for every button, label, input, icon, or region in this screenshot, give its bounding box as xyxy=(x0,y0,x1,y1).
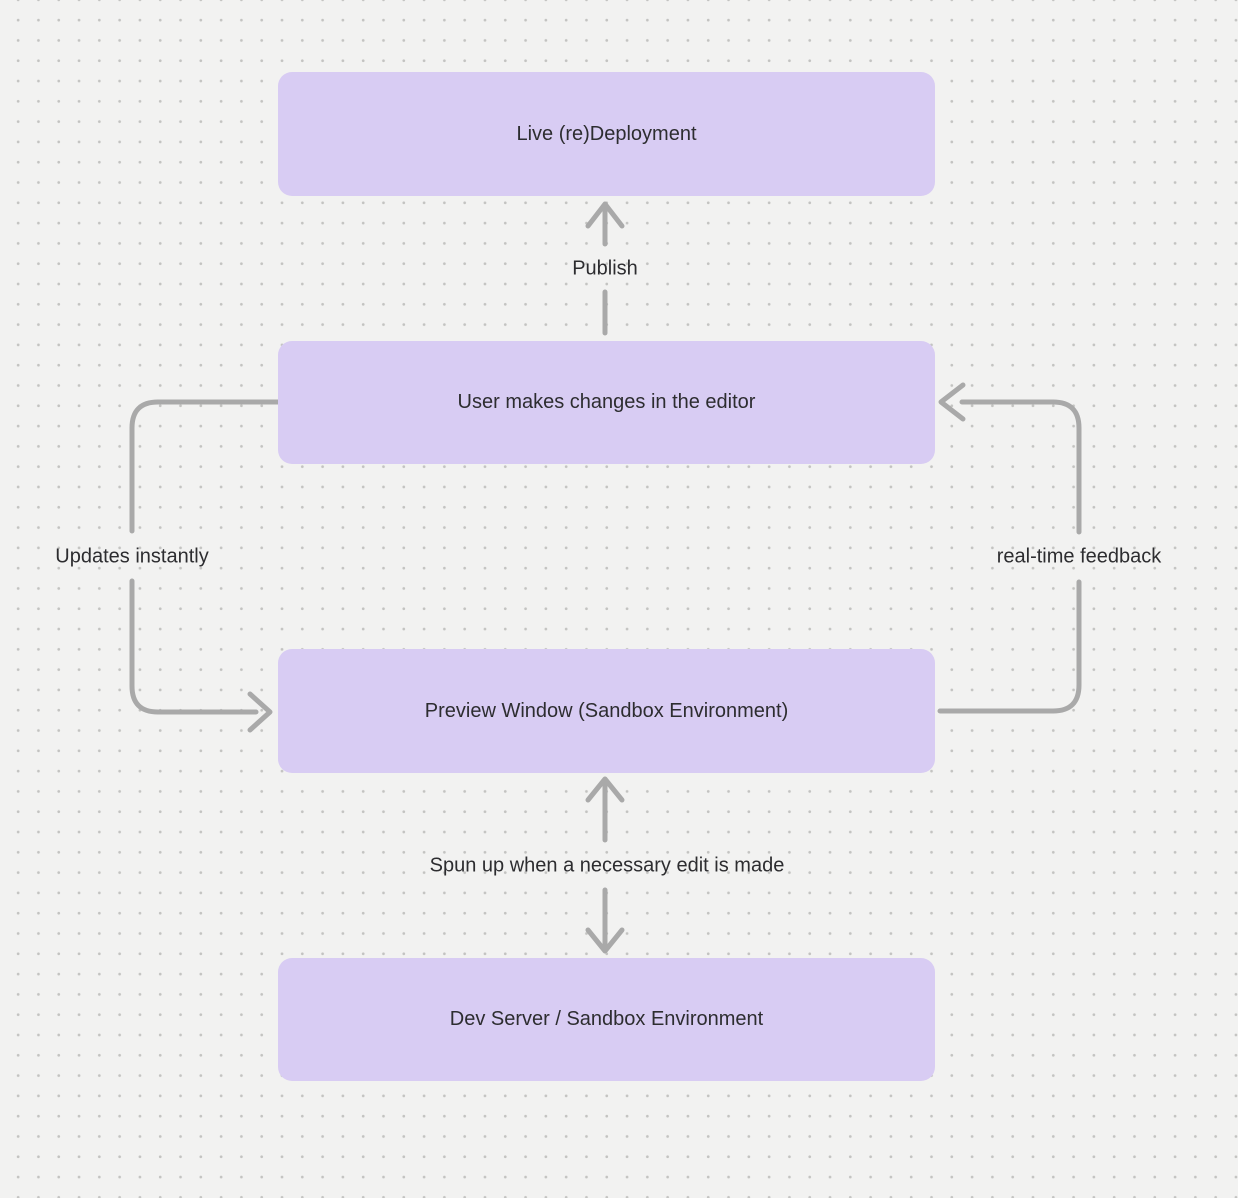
node-preview-window-label: Preview Window (Sandbox Environment) xyxy=(424,699,789,722)
node-preview-window[interactable]: Preview Window (Sandbox Environment) xyxy=(278,649,935,773)
node-live-redeployment[interactable]: Live (re)Deployment xyxy=(278,72,935,196)
node-dev-server-label: Dev Server / Sandbox Environment xyxy=(449,1008,764,1030)
edge-spun-up-arrow[interactable] xyxy=(585,776,625,954)
feedback-arrowhead-left-icon xyxy=(938,382,966,422)
edge-label-spun-up: Spun up when a necessary edit is made xyxy=(429,854,785,877)
feedback-segment-lower xyxy=(937,579,1082,714)
edge-publish-arrow[interactable] xyxy=(585,201,625,336)
edge-updates-instantly-arrow[interactable] xyxy=(129,399,281,733)
node-live-redeployment-label: Live (re)Deployment xyxy=(516,122,697,145)
feedback-segment-upper xyxy=(959,399,1082,535)
edge-label-updates-instantly: Updates instantly xyxy=(55,545,209,568)
node-dev-server[interactable]: Dev Server / Sandbox Environment xyxy=(278,958,935,1081)
edge-label-publish: Publish xyxy=(572,257,638,280)
updates-arrowhead-right-icon xyxy=(247,691,273,733)
updates-segment-upper xyxy=(129,399,281,534)
edge-real-time-feedback-arrow[interactable] xyxy=(937,382,1082,714)
updates-segment-lower xyxy=(129,578,259,715)
node-user-editor-label: User makes changes in the editor xyxy=(457,391,756,413)
node-user-editor[interactable]: User makes changes in the editor xyxy=(278,341,935,464)
edge-label-real-time-feedback: real-time feedback xyxy=(996,545,1162,568)
spunup-arrowhead-down-icon xyxy=(585,927,625,954)
